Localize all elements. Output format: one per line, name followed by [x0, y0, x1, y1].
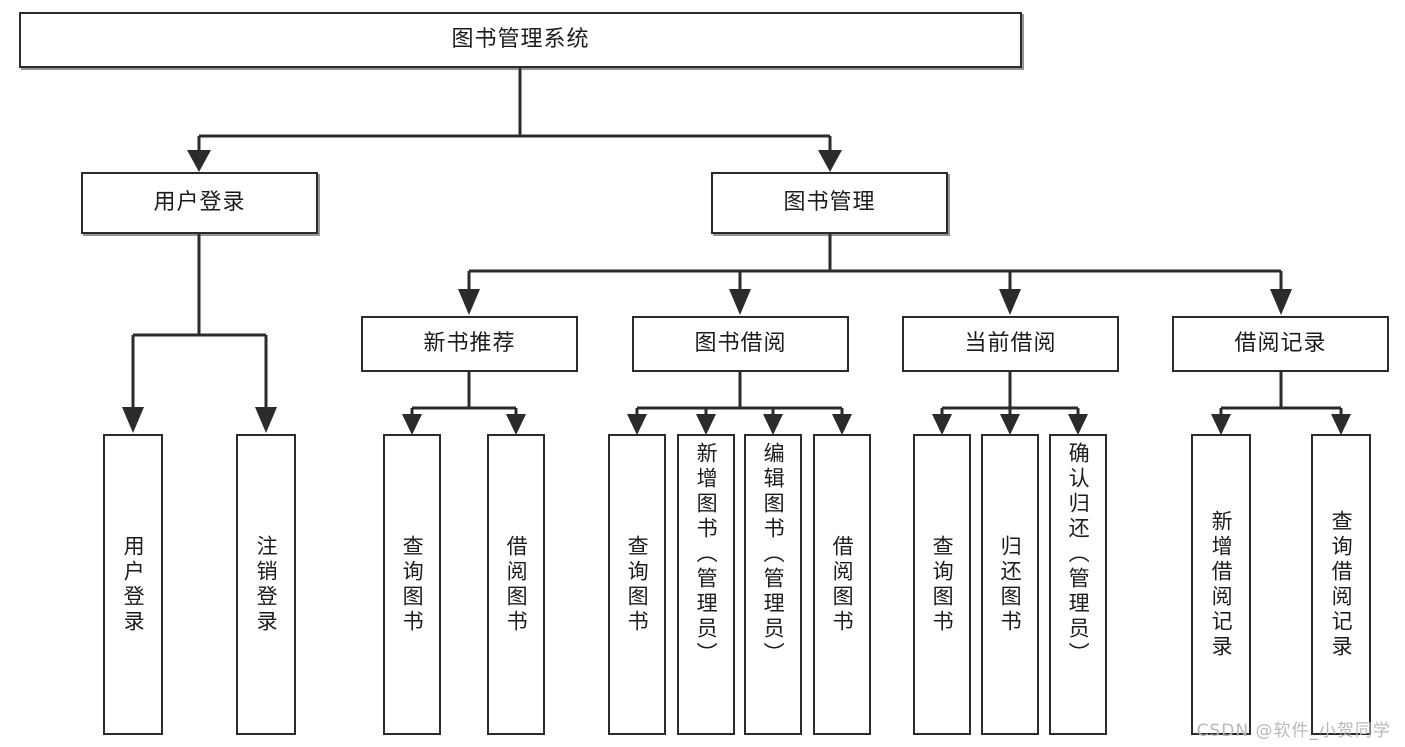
leaf-user-login-login[interactable]: 用户登录 — [103, 434, 163, 735]
node-book-management[interactable]: 图书管理 — [711, 172, 948, 234]
leaf-borrow-record-add-label: 新增借阅记录 — [1209, 509, 1234, 660]
leaf-borrow-record-query-label: 查询借阅记录 — [1329, 509, 1354, 660]
leaf-current-borrow-return[interactable]: 归还图书 — [981, 434, 1039, 735]
node-current-borrow[interactable]: 当前借阅 — [902, 316, 1119, 372]
leaf-book-borrow-query-label: 查询图书 — [625, 534, 650, 635]
node-user-login-label: 用户登录 — [153, 190, 246, 216]
leaf-book-borrow-borrow[interactable]: 借阅图书 — [813, 434, 871, 735]
node-root-library-management-system[interactable]: 图书管理系统 — [19, 12, 1022, 68]
leaf-book-borrow-add-label: 新增图书（管理员） — [694, 442, 719, 667]
leaf-current-borrow-query-label: 查询图书 — [930, 534, 955, 635]
leaf-book-borrow-borrow-label: 借阅图书 — [830, 534, 855, 635]
node-user-login[interactable]: 用户登录 — [81, 172, 318, 234]
node-borrow-record-label: 借阅记录 — [1234, 331, 1327, 357]
node-book-management-label: 图书管理 — [783, 190, 876, 216]
leaf-current-borrow-query[interactable]: 查询图书 — [913, 434, 971, 735]
watermark-text: CSDN @软件_小贺同学 — [1196, 721, 1391, 741]
leaf-book-borrow-edit-label: 编辑图书（管理员） — [761, 442, 786, 667]
leaf-book-borrow-query[interactable]: 查询图书 — [608, 434, 666, 735]
leaf-new-book-query-label: 查询图书 — [400, 534, 425, 635]
leaf-new-book-borrow-label: 借阅图书 — [504, 534, 529, 635]
leaf-user-login-logout[interactable]: 注销登录 — [236, 434, 296, 735]
leaf-current-borrow-return-label: 归还图书 — [998, 534, 1023, 635]
node-new-book-recommend[interactable]: 新书推荐 — [361, 316, 578, 372]
node-book-borrow-label: 图书借阅 — [694, 331, 787, 357]
leaf-book-borrow-edit[interactable]: 编辑图书（管理员） — [744, 434, 802, 735]
leaf-user-login-login-label: 用户登录 — [121, 534, 146, 635]
node-borrow-record[interactable]: 借阅记录 — [1172, 316, 1389, 372]
leaf-borrow-record-query[interactable]: 查询借阅记录 — [1311, 434, 1371, 735]
leaf-user-login-logout-label: 注销登录 — [254, 534, 279, 635]
leaf-new-book-borrow[interactable]: 借阅图书 — [487, 434, 545, 735]
leaf-borrow-record-add[interactable]: 新增借阅记录 — [1191, 434, 1251, 735]
node-book-borrow[interactable]: 图书借阅 — [632, 316, 849, 372]
node-current-borrow-label: 当前借阅 — [964, 331, 1057, 357]
leaf-book-borrow-add[interactable]: 新增图书（管理员） — [677, 434, 735, 735]
leaf-new-book-query[interactable]: 查询图书 — [383, 434, 441, 735]
leaf-current-borrow-confirm-return[interactable]: 确认归还（管理员） — [1049, 434, 1107, 735]
leaf-current-borrow-confirm-return-label: 确认归还（管理员） — [1066, 442, 1091, 667]
node-root-label: 图书管理系统 — [451, 27, 590, 53]
node-new-book-recommend-label: 新书推荐 — [423, 331, 516, 357]
